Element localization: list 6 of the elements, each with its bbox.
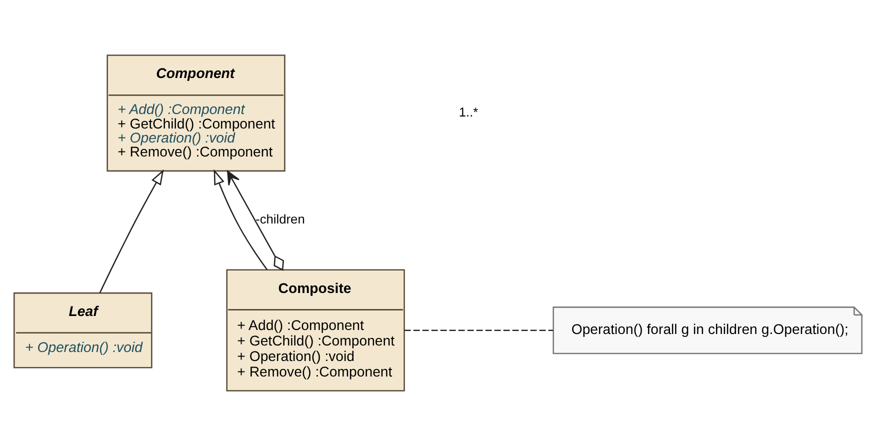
label: 1..*: [458, 104, 478, 119]
arrow: [98, 168, 164, 293]
arrow: [213, 168, 268, 270]
connector: [404, 329, 553, 330]
arrow: [226, 170, 284, 270]
edge-label: -children: [255, 211, 304, 226]
